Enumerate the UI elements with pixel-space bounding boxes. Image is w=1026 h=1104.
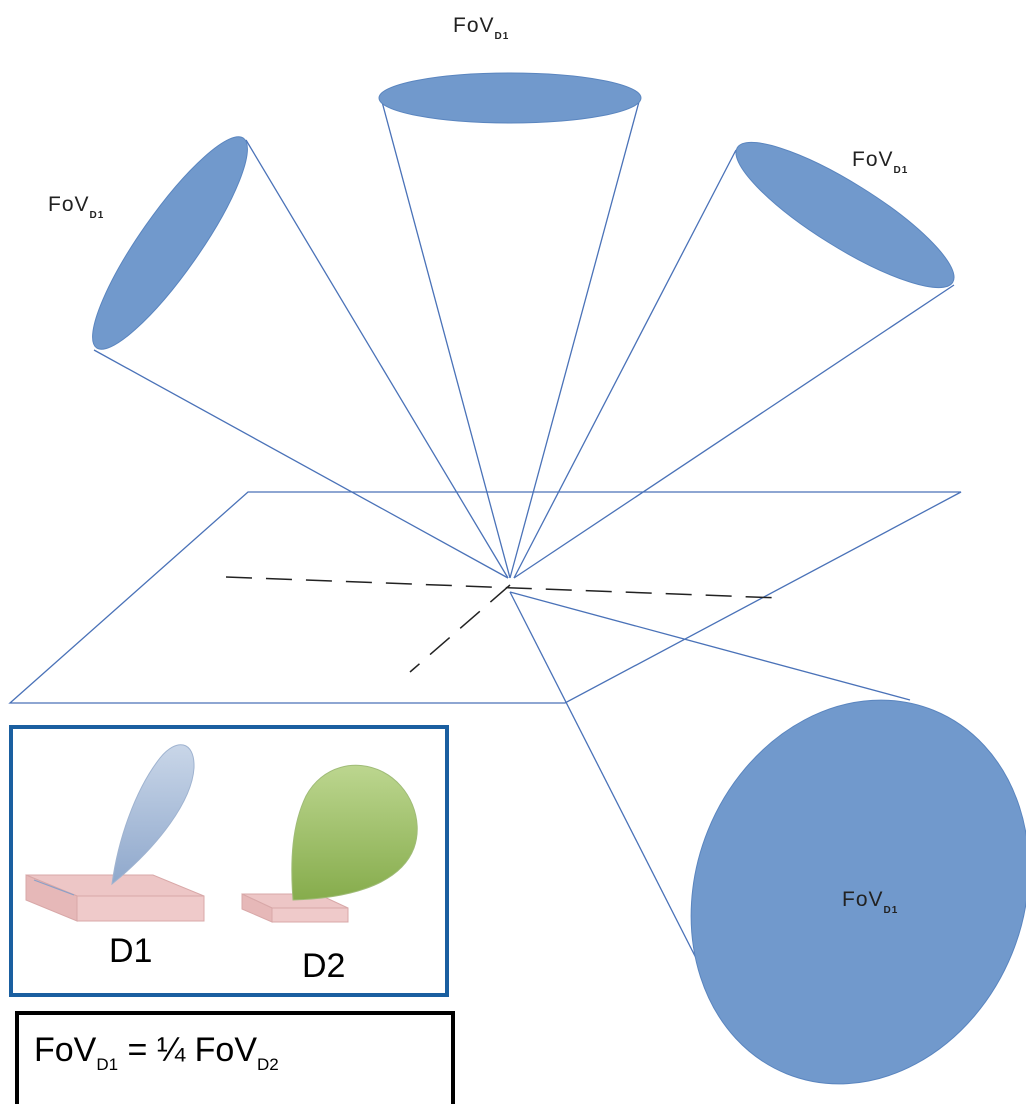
equation-box: FoVD1 = ¼ FoVD2	[15, 1011, 455, 1104]
fov-label-right: FoVD1	[852, 148, 908, 176]
fov-ellipse-left	[92, 136, 248, 350]
fov-ellipse-top	[378, 72, 642, 124]
equation-border	[15, 1011, 455, 1104]
axis-y	[409, 584, 511, 673]
device-label-d2: D2	[302, 947, 345, 985]
equation-text: FoVD1 = ¼ FoVD2	[34, 1031, 279, 1074]
ground-plane	[8, 491, 962, 704]
cone-bottom	[509, 591, 1026, 1085]
device-label-d1: D1	[109, 932, 152, 970]
fov-ellipse-bottom	[690, 699, 1026, 1085]
device-inset: D1 D2	[9, 725, 449, 997]
lobe-d2	[291, 764, 418, 901]
axis-x	[225, 576, 781, 599]
fov-label-top: FoVD1	[453, 14, 509, 42]
fov-label-bottom: FoVD1	[842, 888, 898, 916]
fov-ellipse-right	[735, 141, 955, 289]
axes	[225, 576, 781, 673]
cone-top	[378, 72, 642, 579]
cone-right	[513, 141, 955, 579]
lobe-d1	[111, 744, 195, 886]
device-d2	[241, 764, 418, 923]
cone-left	[92, 136, 509, 579]
device-d1	[25, 744, 205, 922]
fov-label-left: FoVD1	[48, 193, 104, 221]
